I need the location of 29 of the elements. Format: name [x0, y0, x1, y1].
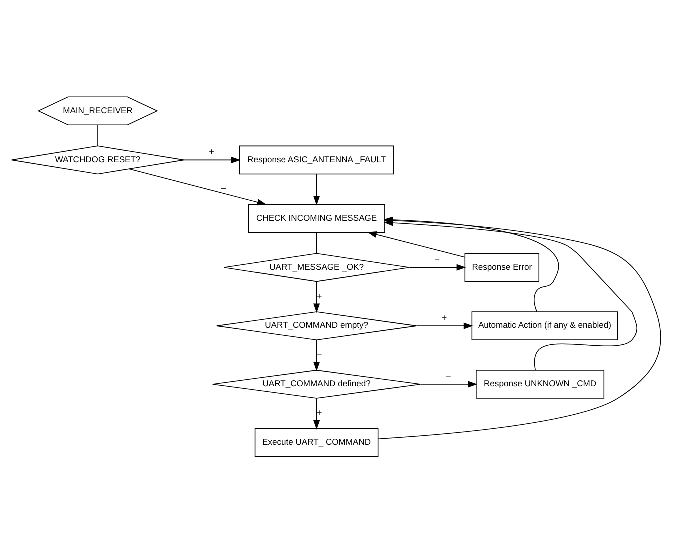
arrow [184, 156, 241, 164]
edge-label: − [316, 350, 322, 360]
node-diamond: WATCHDOG RESET? [11, 146, 185, 175]
arrow [128, 168, 267, 206]
edge-label: + [209, 147, 215, 158]
node-box: Response ASIC_ANTENNA _FAULT [239, 146, 394, 175]
edge-label: − [221, 184, 226, 194]
arrow [409, 264, 466, 271]
arrow [314, 282, 320, 314]
arrow [420, 381, 478, 388]
node-box: Automatic Action (if any & enabled) [472, 312, 618, 340]
node-box: Response Error [464, 253, 540, 282]
edge-label: − [446, 371, 452, 382]
edge-label: + [316, 291, 322, 302]
arrow [416, 322, 474, 330]
node-diamond: UART_MESSAGE _OK? [224, 253, 410, 282]
arrow [314, 174, 320, 206]
node-diamond: UART_COMMAND empty? [216, 312, 418, 340]
connector [316, 232, 318, 254]
arrow [314, 340, 320, 372]
edge-label: + [442, 313, 448, 324]
arrow [368, 232, 466, 258]
arrow [314, 398, 320, 430]
node-diamond: UART_COMMAND defined? [212, 370, 422, 399]
edge-label: + [316, 408, 322, 418]
node-box: CHECK INCOMING MESSAGE [248, 204, 386, 233]
node-box: Response UNKNOWN _CMD [476, 370, 605, 399]
node-box: Execute UART_ COMMAND [254, 428, 379, 458]
edge-label: − [434, 254, 440, 265]
